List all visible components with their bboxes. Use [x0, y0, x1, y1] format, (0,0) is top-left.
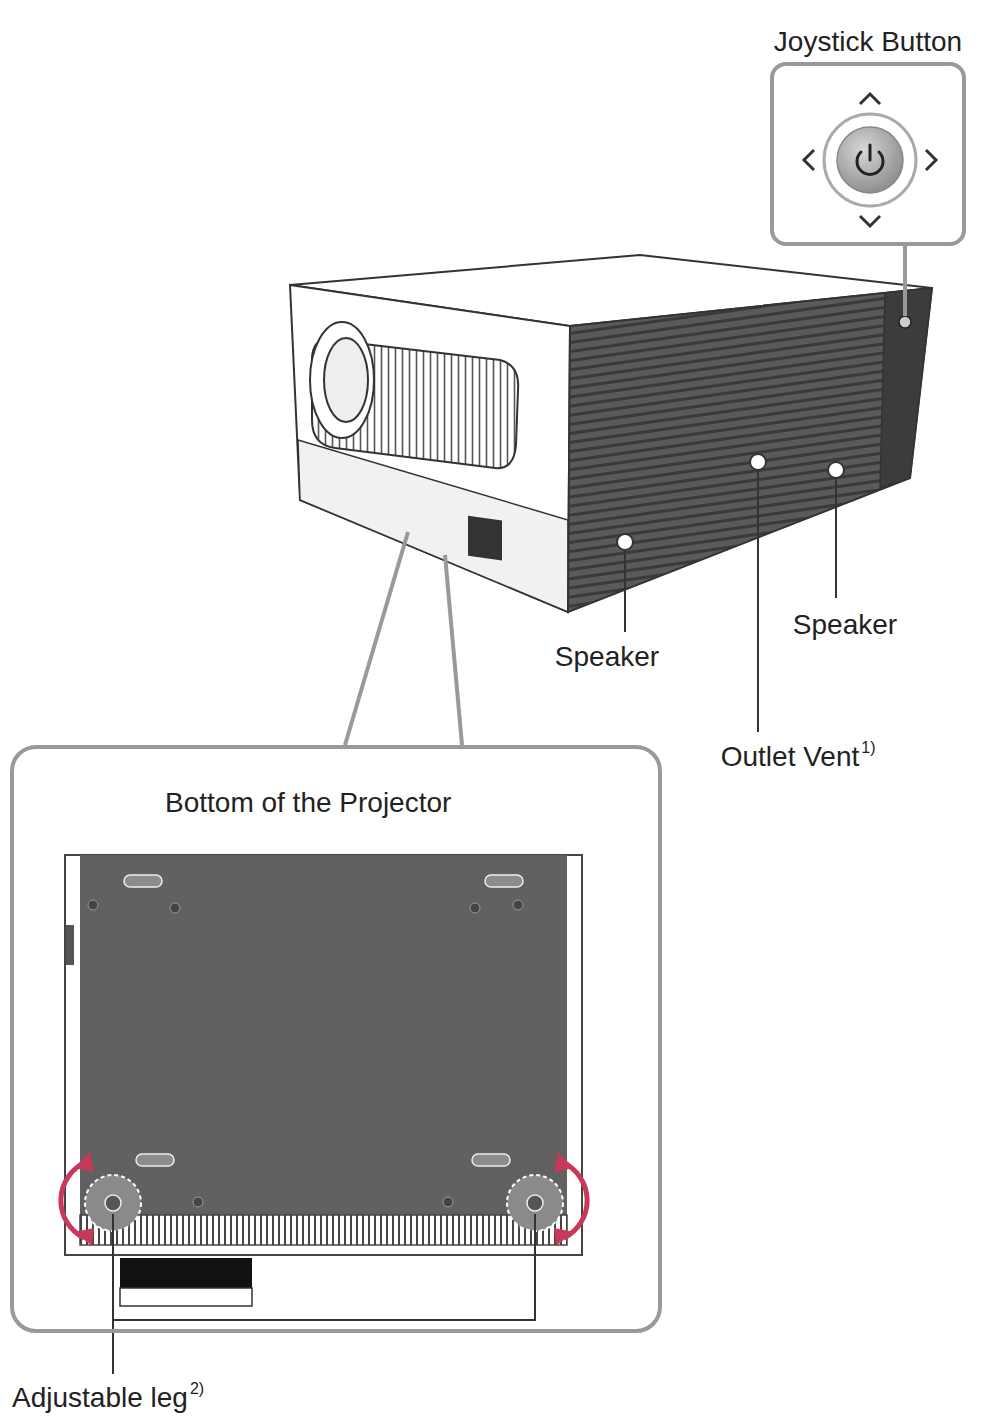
marker-dot	[750, 454, 766, 470]
chevron-down	[860, 216, 880, 226]
rotate-arrow	[562, 1162, 587, 1238]
power-icon	[869, 145, 872, 160]
leader-line	[624, 550, 626, 632]
arrowhead	[554, 1152, 574, 1172]
arrowhead	[554, 1228, 574, 1246]
arrowhead	[74, 1228, 94, 1246]
inset-box: Bottom of the Projector	[10, 745, 662, 1333]
screw	[193, 1197, 203, 1207]
screw	[470, 903, 480, 913]
chevron-up	[860, 94, 880, 104]
lens-ring	[310, 322, 374, 438]
slot	[472, 1154, 510, 1166]
chevron-left	[804, 150, 814, 170]
screw	[513, 900, 523, 910]
rating-label	[120, 1288, 252, 1306]
slot	[136, 1154, 174, 1166]
leader-lines	[345, 246, 905, 745]
marker-dot	[617, 534, 633, 550]
inset-heading: Bottom of the Projector	[165, 787, 451, 819]
bottom-view	[61, 855, 587, 1374]
leader-line	[757, 470, 759, 732]
chevron-right	[926, 150, 936, 170]
inset-box: Joystick Button	[770, 62, 966, 246]
inset-leader	[903, 246, 907, 316]
joystick-ring	[824, 114, 916, 206]
front-face	[290, 285, 570, 612]
inset-leader	[345, 532, 408, 745]
screw	[443, 1197, 453, 1207]
part-label: Speaker	[555, 641, 659, 673]
footnote-mark: 1)	[861, 739, 875, 757]
screw	[88, 900, 98, 910]
part-label: Outlet Vent	[721, 741, 860, 773]
leg-center	[527, 1195, 543, 1211]
joystick-button-mark	[899, 316, 911, 328]
slot	[485, 875, 523, 887]
slot	[124, 875, 162, 887]
inset-heading: Joystick Button	[774, 26, 962, 58]
projector	[290, 255, 932, 612]
arrowhead	[74, 1152, 94, 1172]
joystick-knob	[837, 127, 903, 193]
bottom-plate	[80, 855, 567, 1215]
speaker-grille	[568, 288, 932, 612]
rear-panel	[880, 288, 932, 488]
marker-dot	[828, 462, 844, 478]
leader-line	[835, 478, 837, 598]
power-port	[468, 516, 502, 561]
side-port	[66, 925, 74, 965]
leader-line	[112, 1214, 114, 1374]
front-band	[298, 440, 568, 612]
part-label: Speaker	[793, 609, 897, 641]
screw	[170, 903, 180, 913]
leader-line	[113, 1214, 535, 1320]
footnote-mark: 2)	[190, 1380, 204, 1398]
inset-leader	[445, 555, 462, 745]
lens	[324, 338, 368, 422]
part-label: Adjustable leg	[12, 1382, 188, 1414]
leg-center	[105, 1195, 121, 1211]
bottom-outline	[65, 855, 582, 1255]
joystick-closeup	[804, 94, 936, 226]
bottom-vent	[80, 1215, 567, 1245]
rating-label	[120, 1258, 252, 1288]
rotate-arrow	[61, 1162, 86, 1238]
